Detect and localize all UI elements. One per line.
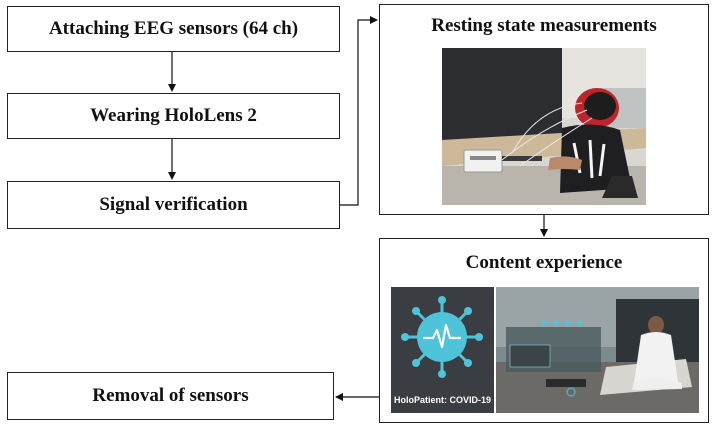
step-signal-verification: Signal verification (7, 181, 340, 229)
arrow-verify-to-resting (340, 16, 378, 206)
step-wearing-hololens: Wearing HoloLens 2 (7, 93, 340, 139)
resting-state-photo (442, 48, 646, 205)
mixed-reality-scene-photo (496, 287, 699, 413)
step-attach-eeg-sensors: Attaching EEG sensors (64 ch) (7, 6, 340, 52)
heartbeat-icon (423, 323, 461, 349)
panel-content-experience: Content experience HoloPatien (379, 238, 709, 423)
step-label: Wearing HoloLens 2 (90, 105, 257, 126)
panel-title: Resting state measurements (431, 15, 657, 36)
virus-icon (401, 296, 483, 378)
step-label: Signal verification (99, 194, 248, 215)
step-removal-of-sensors: Removal of sensors (7, 372, 334, 420)
app-caption: HoloPatient: COVID-19 (393, 395, 491, 405)
holopatient-app-tile: HoloPatient: COVID-19 (391, 287, 494, 413)
panel-resting-state: Resting state measurements (379, 4, 709, 215)
eeg-recording-photo (442, 48, 646, 205)
step-label: Removal of sensors (92, 385, 249, 406)
panel-title: Content experience (465, 252, 623, 273)
step-label: Attaching EEG sensors (64 ch) (48, 18, 299, 39)
